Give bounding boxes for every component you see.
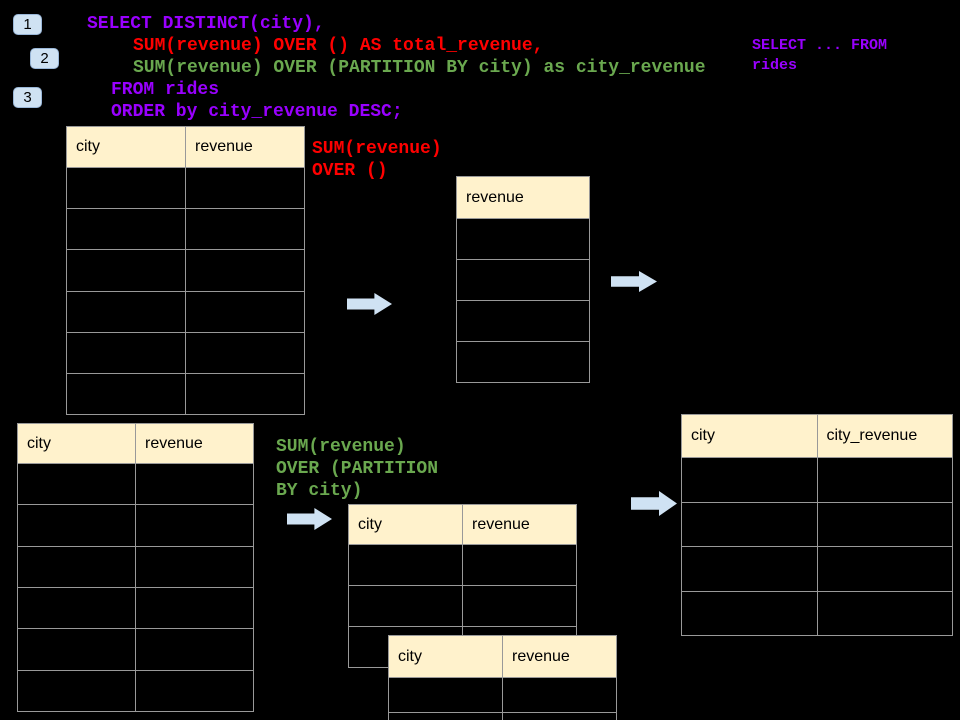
step-badge-1: 1	[13, 14, 42, 35]
sql-line-from: FROM rides	[111, 80, 220, 100]
table-empty-cell	[67, 168, 186, 210]
table-empty-cell	[67, 332, 186, 374]
table-empty-cell	[18, 670, 136, 712]
column-header-revenue: revenue	[463, 505, 577, 545]
table-empty-cell	[389, 678, 503, 713]
table-empty-cell	[136, 546, 254, 588]
column-header-revenue: revenue	[503, 636, 617, 678]
column-header-city: city	[682, 415, 818, 458]
table-empty-cell	[389, 713, 503, 720]
table-empty-cell	[18, 546, 136, 588]
table-empty-cell	[817, 458, 953, 503]
annotation-total-line-2: OVER ()	[312, 161, 388, 181]
column-header-revenue: revenue	[457, 177, 590, 219]
table-empty-cell	[682, 591, 818, 636]
table-empty-cell	[817, 502, 953, 547]
sql-line-partition: SUM(revenue) OVER (PARTITION BY city) as…	[133, 58, 706, 78]
table-empty-cell	[457, 219, 590, 260]
right-arrow-icon	[347, 293, 392, 315]
table-empty-cell	[186, 332, 305, 374]
side-note-line-2: rides	[752, 57, 798, 74]
column-header-city: city	[18, 424, 136, 464]
side-note-line-1: SELECT ... FROM	[752, 37, 888, 54]
table-empty-cell	[18, 505, 136, 547]
table-empty-cell	[18, 464, 136, 506]
table-empty-cell	[67, 250, 186, 292]
table-empty-cell	[18, 629, 136, 671]
table-empty-cell	[186, 250, 305, 292]
step-badge-2: 2	[30, 48, 59, 69]
table-empty-cell	[682, 458, 818, 503]
sql-line-select: SELECT DISTINCT(city),	[87, 14, 325, 34]
table-empty-cell	[136, 505, 254, 547]
table-empty-cell	[67, 209, 186, 251]
table-empty-cell	[67, 291, 186, 333]
annotation-partition-line-3: BY city)	[276, 481, 363, 501]
table-empty-cell	[136, 587, 254, 630]
column-header-city: city	[349, 505, 463, 545]
table-empty-cell	[186, 291, 305, 333]
table-empty-cell	[349, 586, 463, 627]
table-empty-cell	[457, 342, 590, 383]
table-empty-cell	[817, 547, 953, 592]
table-empty-cell	[136, 629, 254, 671]
table-empty-cell	[682, 547, 818, 592]
table-empty-cell	[457, 260, 590, 301]
step-badge-3: 3	[13, 87, 42, 108]
table-result: city city_revenue	[681, 414, 953, 636]
right-arrow-icon	[631, 491, 677, 516]
table-empty-cell	[186, 168, 305, 210]
table-empty-cell	[817, 591, 953, 636]
annotation-total-line-1: SUM(revenue)	[312, 139, 442, 159]
sql-line-total: SUM(revenue) OVER () AS total_revenue,	[133, 36, 544, 56]
table-empty-cell	[503, 713, 617, 720]
table-empty-cell	[503, 678, 617, 713]
table-empty-cell	[18, 587, 136, 630]
table-empty-cell	[349, 545, 463, 586]
right-arrow-icon	[287, 508, 332, 530]
sql-line-order: ORDER by city_revenue DESC;	[111, 102, 403, 122]
annotation-partition-line-2: OVER (PARTITION	[276, 459, 439, 479]
column-header-city-revenue: city_revenue	[817, 415, 953, 458]
table-empty-cell	[186, 373, 305, 415]
column-header-revenue: revenue	[136, 424, 254, 464]
table-empty-cell	[67, 373, 186, 415]
right-arrow-icon	[611, 271, 657, 292]
table-total-revenue: revenue	[456, 176, 590, 383]
table-empty-cell	[186, 209, 305, 251]
table-source-bottom: city revenue	[17, 423, 254, 712]
annotation-partition-line-1: SUM(revenue)	[276, 437, 406, 457]
table-source-top: city revenue	[66, 126, 305, 415]
table-empty-cell	[463, 545, 577, 586]
column-header-city: city	[67, 127, 186, 168]
table-empty-cell	[463, 586, 577, 627]
table-partition-back: city revenue	[388, 635, 617, 720]
table-empty-cell	[682, 502, 818, 547]
table-empty-cell	[136, 464, 254, 506]
table-empty-cell	[457, 301, 590, 342]
table-empty-cell	[136, 670, 254, 712]
column-header-revenue: revenue	[186, 127, 305, 168]
column-header-city: city	[389, 636, 503, 678]
